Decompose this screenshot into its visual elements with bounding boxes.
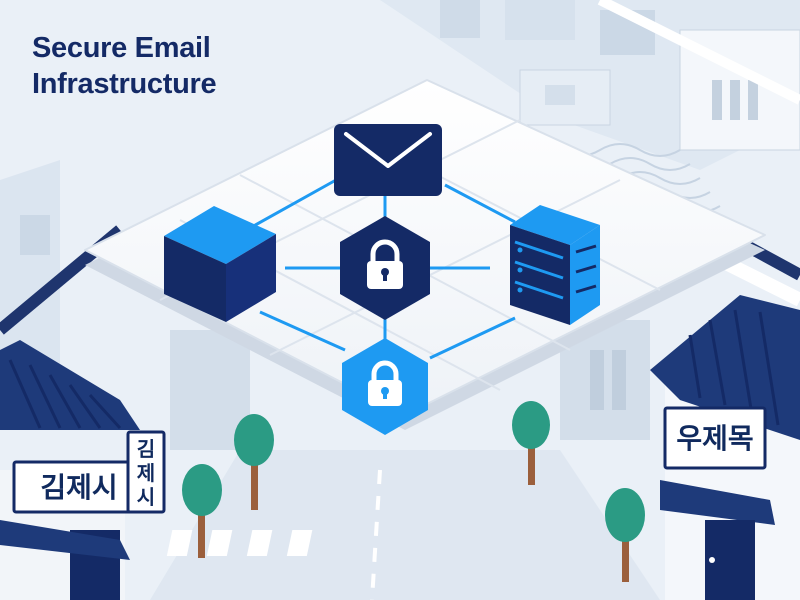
title-line-2: Infrastructure [32,68,217,100]
title-line-1: Secure Email [32,32,211,64]
left-sign-text: 김제시 [40,471,117,504]
vertical-sign [126,430,166,514]
tree [182,464,222,558]
left-hanok-building: 김제시 김 제 시 [0,340,166,600]
envelope-icon [334,124,442,196]
vertical-sign-char: 김 [137,437,155,461]
lock-icon [340,216,430,320]
sign-board [663,406,767,470]
vertical-sign-char: 시 [137,485,155,509]
vertical-sign-char: 제 [137,461,155,485]
tree [605,488,645,582]
server-icon [510,205,600,325]
trees [182,401,645,582]
tree [234,414,274,510]
right-hanok-building: 우제목 [650,295,800,600]
lock-icon [342,338,428,435]
page-title: Secure Email Infrastructure [32,30,217,102]
cube-icon [164,206,276,322]
tree [512,401,550,485]
right-sign-text: 우제목 [676,422,753,455]
